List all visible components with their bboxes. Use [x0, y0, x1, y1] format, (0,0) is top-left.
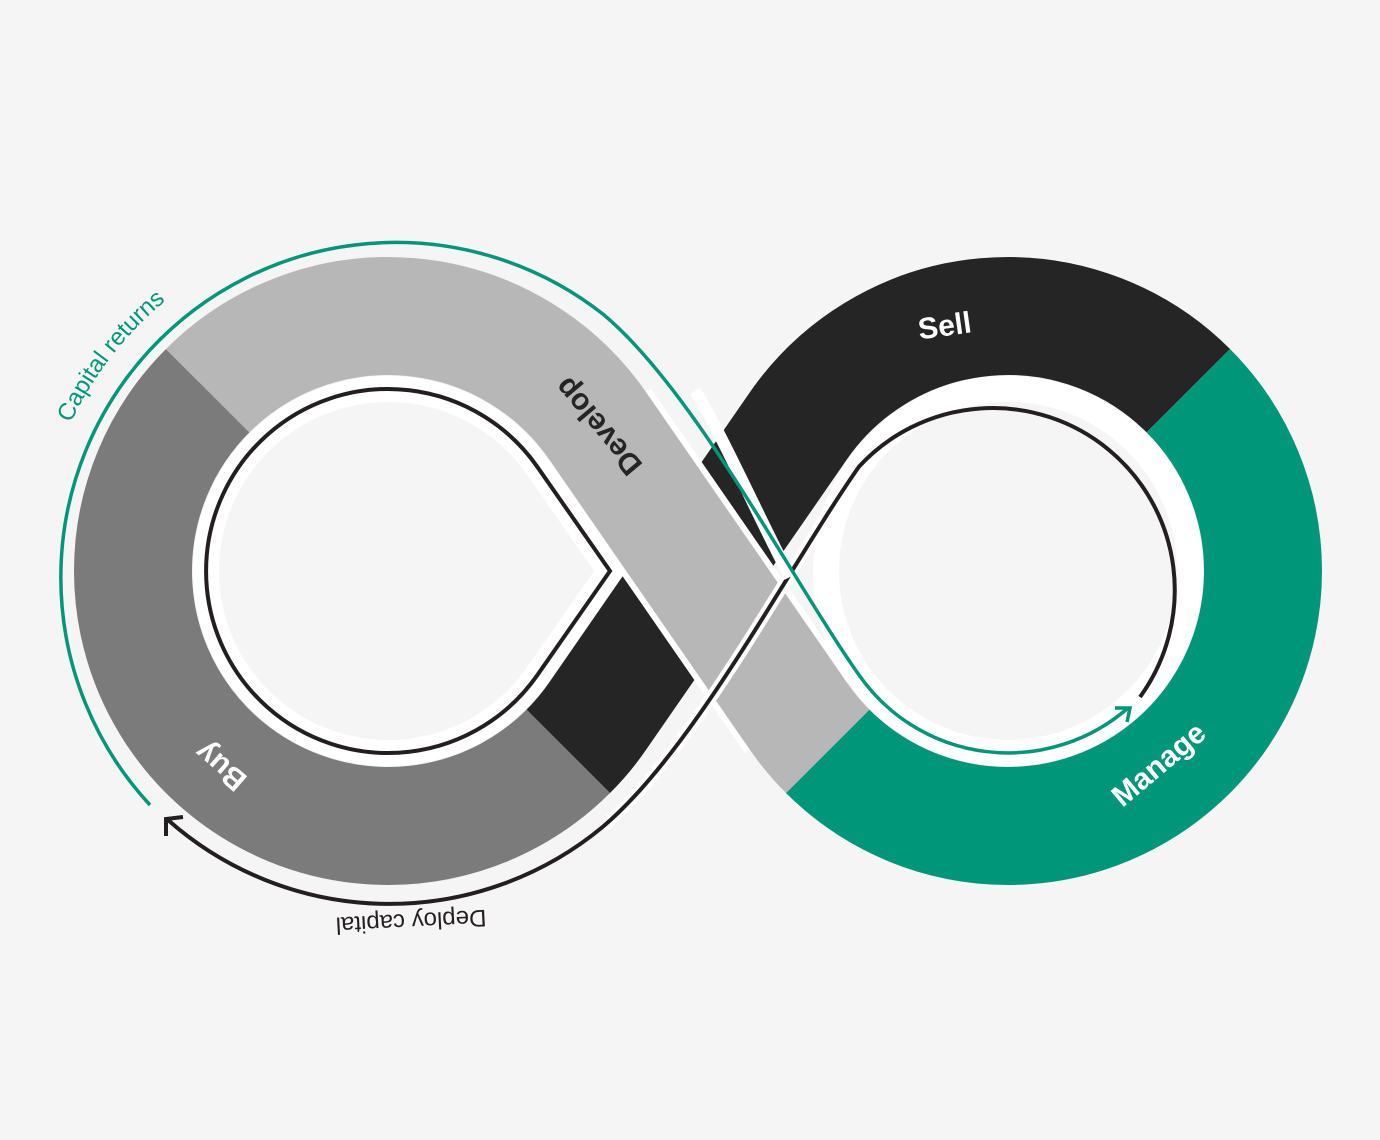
manage-segment [786, 348, 1323, 885]
develop-segment [166, 257, 871, 794]
capital-returns-arrowhead-icon [1115, 706, 1133, 723]
sell-label: Sell [916, 306, 973, 346]
deploy-capital-arrowhead-icon [164, 815, 184, 836]
deploy-capital-arrow-line [166, 406, 1177, 906]
deploy-capital-label: Deploy capital [335, 904, 487, 939]
capital-returns-halo [689, 387, 796, 580]
buy-segment [73, 348, 610, 885]
left-loop-line [204, 387, 613, 755]
capital-returns-arrow-line [59, 240, 1130, 807]
sell-segment [525, 257, 1230, 794]
